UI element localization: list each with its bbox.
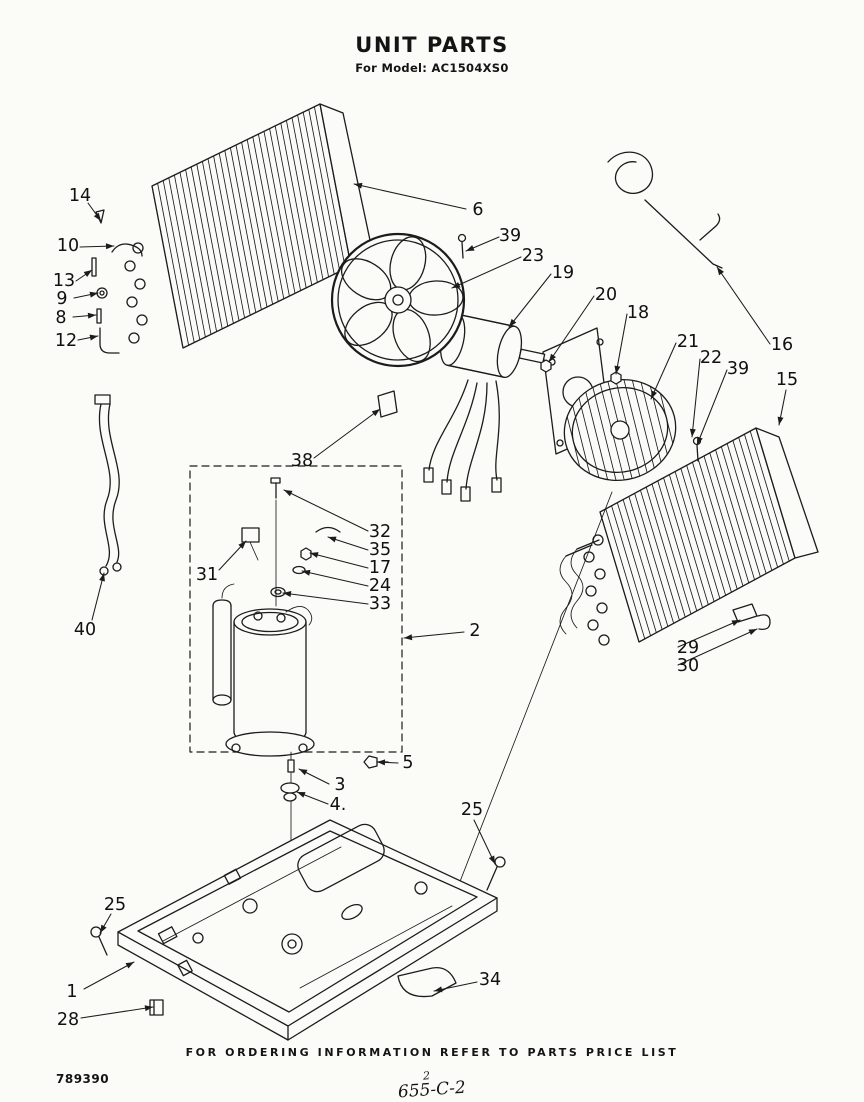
evaporator-tubes — [559, 534, 610, 646]
compressor-assembly — [189, 465, 403, 757]
evaporator-clips — [732, 603, 771, 630]
page-title: UNIT PARTS — [355, 33, 509, 57]
blower-wheel — [563, 378, 677, 482]
model-line: For Model: AC1504XS0 — [355, 61, 509, 75]
pan-clip-28 — [149, 999, 164, 1016]
page-code-superscript: 2 — [422, 1069, 431, 1083]
drain-channel-34 — [397, 966, 457, 998]
base-pan — [117, 819, 498, 1041]
wire-harness-16 — [607, 151, 723, 269]
ordering-note: FOR ORDERING INFORMATION REFER TO PARTS … — [185, 1046, 679, 1059]
coil-fins — [151, 103, 796, 643]
condenser-tubes — [124, 242, 148, 344]
fan-blade — [330, 232, 466, 418]
condenser-fittings — [91, 209, 143, 354]
motor-wires — [423, 379, 502, 502]
alignment-line — [451, 491, 613, 903]
doc-number: 789390 — [56, 1072, 110, 1086]
leader-lines — [72, 182, 787, 1019]
screw-25-left — [90, 926, 108, 956]
header: UNIT PARTS For Model: AC1504XS0 — [0, 33, 864, 75]
screw-25-right — [486, 856, 506, 891]
screw-39-fan — [457, 233, 467, 259]
shaft-nuts — [540, 359, 622, 385]
wire-harness-40 — [94, 394, 122, 576]
